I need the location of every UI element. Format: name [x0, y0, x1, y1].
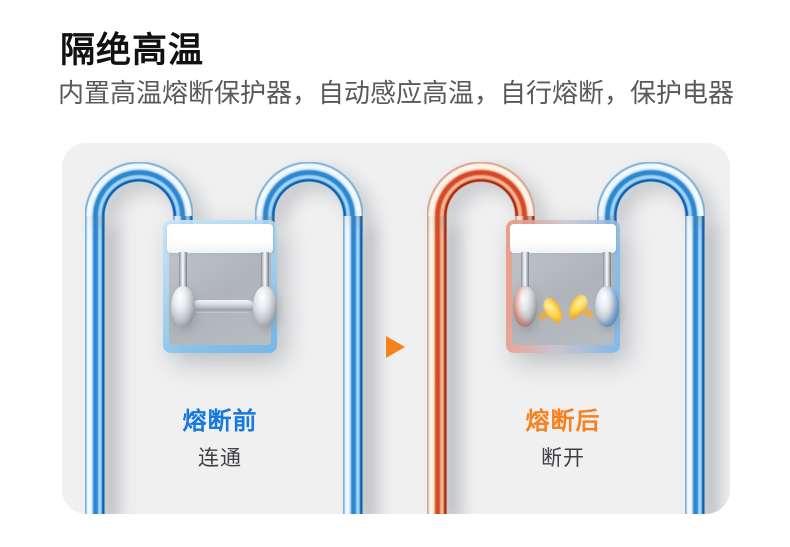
- page-subtitle: 内置高温熔断保护器，自动感应高温，自行熔断，保护电器: [58, 78, 735, 108]
- after-status: 断开: [541, 447, 585, 470]
- cable-leg-outer-left-hot: [427, 215, 447, 514]
- fuse-box-after: [506, 220, 620, 353]
- fuse-terminal-ball: [253, 286, 277, 327]
- before-illustration: 熔断前 连通: [62, 143, 730, 514]
- fuse-pin: [521, 252, 529, 290]
- cable-bend-hot-icon: [427, 162, 535, 216]
- before-label: 熔断前: [182, 408, 258, 435]
- arrow-right-icon: [386, 336, 405, 358]
- fuse-terminal-ball-melted: [513, 286, 537, 327]
- after-caption: 熔断后 断开: [483, 401, 643, 472]
- fuse-link-bar: [192, 300, 254, 313]
- fuse-pin: [179, 252, 187, 290]
- fuse-terminal-ball-melted: [595, 286, 619, 327]
- fuse-pin: [603, 252, 611, 290]
- cable-bend-icon: [597, 162, 705, 216]
- cable-leg-outer-right: [685, 215, 705, 514]
- fuse-box-cap: [510, 224, 616, 253]
- page-title: 隔绝高温: [60, 31, 205, 70]
- cable-bend-icon: [255, 162, 363, 216]
- cable-bend-icon: [85, 162, 193, 216]
- after-label: 熔断后: [525, 408, 601, 435]
- cable-leg-outer-right: [343, 215, 363, 514]
- cable-leg-outer-left: [85, 215, 105, 514]
- fuse-terminal-ball: [171, 286, 195, 327]
- fuse-box-cap: [167, 224, 273, 253]
- after-illustration: 熔断后 断开: [62, 143, 730, 514]
- before-status: 连通: [198, 447, 242, 470]
- fuse-box-before: [163, 220, 277, 353]
- diagram-panel: 熔断前 连通: [62, 143, 730, 514]
- fuse-pin: [261, 252, 269, 290]
- before-caption: 熔断前 连通: [140, 401, 300, 472]
